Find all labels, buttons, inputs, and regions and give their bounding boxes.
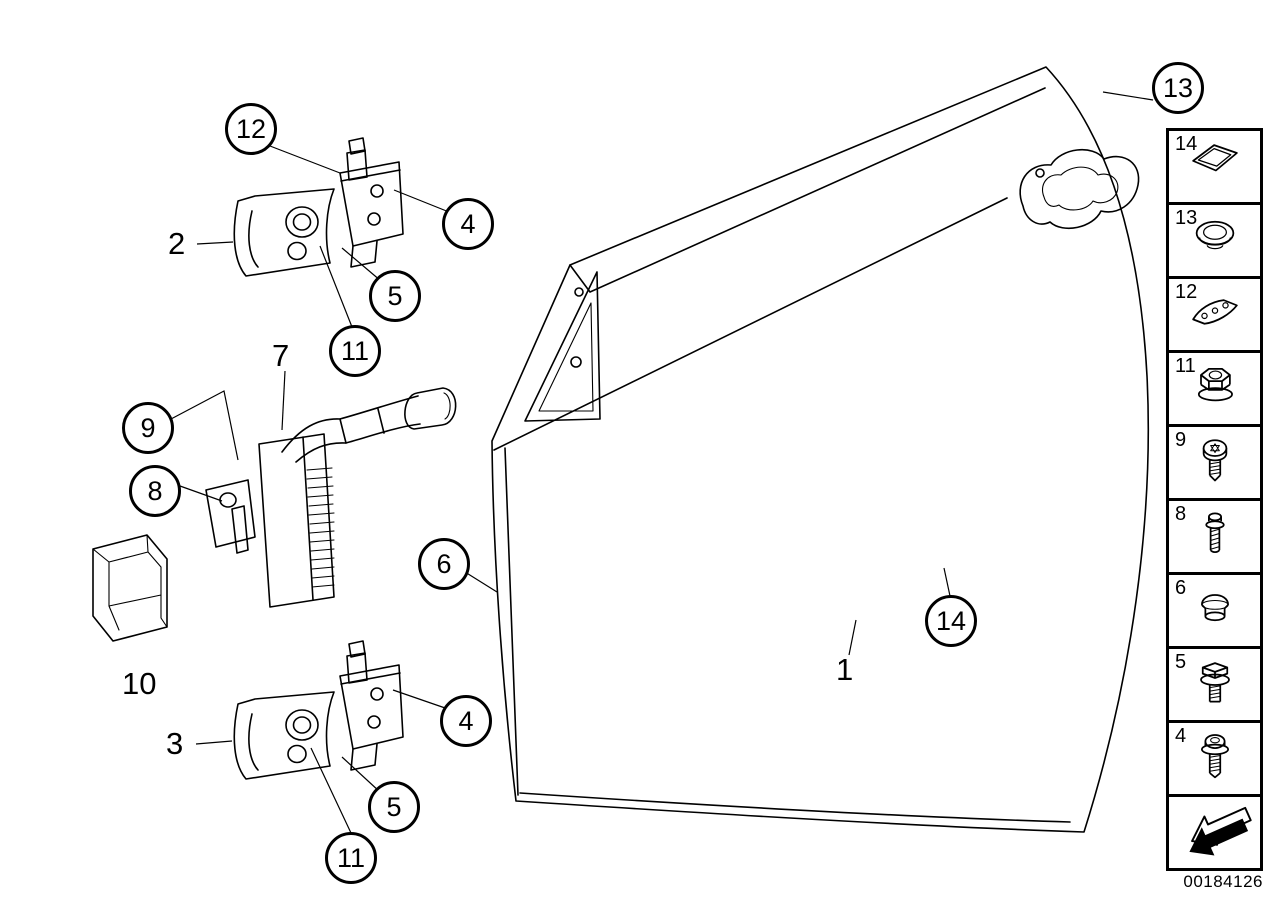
legend-item-11[interactable]: 11 <box>1166 350 1263 427</box>
torx-screw-icon <box>1202 438 1227 481</box>
callout-4-lower[interactable]: 4 <box>440 695 492 747</box>
callout-5-lower[interactable]: 5 <box>368 781 420 833</box>
flange-nut-icon <box>1197 367 1233 401</box>
lower-door-hinge <box>233 640 404 780</box>
diagram-number: 00184126 <box>1183 872 1263 891</box>
legend-item-14[interactable]: 14 <box>1166 128 1263 205</box>
legend-item-number: 14 <box>1175 133 1198 155</box>
leader-lines <box>170 91 1154 834</box>
wedge-bracket <box>92 534 168 642</box>
fastener-legend-panel: 14 13 12 11 <box>1166 128 1263 871</box>
hex-bolt-icon <box>1199 661 1230 702</box>
door-brake <box>205 387 457 608</box>
cap-grommet-icon <box>1195 220 1234 249</box>
callout-13[interactable]: 13 <box>1152 62 1204 114</box>
plug-grommet-icon <box>1200 593 1229 621</box>
callout-6[interactable]: 6 <box>418 538 470 590</box>
callout-8[interactable]: 8 <box>129 465 181 517</box>
upper-door-hinge <box>233 137 404 277</box>
legend-item-4[interactable]: 4 <box>1166 720 1263 797</box>
callout-14[interactable]: 14 <box>925 595 977 647</box>
part-label-2[interactable]: 2 <box>168 226 186 261</box>
direction-arrow-icon <box>1188 806 1252 856</box>
legend-item-number: 8 <box>1175 503 1187 525</box>
legend-item-6[interactable]: 6 <box>1166 572 1263 649</box>
door-panel <box>491 66 1150 833</box>
legend-item-number: 4 <box>1175 725 1187 747</box>
shim-plate-icon <box>1191 298 1238 325</box>
door-handle-cutout <box>1019 148 1140 230</box>
legend-item-number: 12 <box>1175 281 1198 303</box>
callout-5-upper[interactable]: 5 <box>369 270 421 322</box>
callout-9[interactable]: 9 <box>122 402 174 454</box>
stud-bolt-icon <box>1204 512 1225 553</box>
legend-item-number: 9 <box>1175 429 1187 451</box>
legend-item-12[interactable]: 12 <box>1166 276 1263 353</box>
callout-4-upper[interactable]: 4 <box>442 198 494 250</box>
legend-item-number: 6 <box>1175 577 1187 599</box>
legend-item-number: 5 <box>1175 651 1187 673</box>
legend-item-5[interactable]: 5 <box>1166 646 1263 723</box>
callout-11-lower[interactable]: 11 <box>325 832 377 884</box>
legend-item-number: 13 <box>1175 207 1198 229</box>
legend-item-13[interactable]: 13 <box>1166 202 1263 279</box>
callout-12[interactable]: 12 <box>225 103 277 155</box>
part-label-7[interactable]: 7 <box>272 338 290 373</box>
part-label-1[interactable]: 1 <box>836 652 854 687</box>
flange-bolt-icon <box>1200 733 1229 778</box>
seal-gasket-icon <box>1191 143 1238 171</box>
part-label-10[interactable]: 10 <box>122 666 157 701</box>
legend-item-8[interactable]: 8 <box>1166 498 1263 575</box>
part-label-3[interactable]: 3 <box>166 726 184 761</box>
legend-item-number: 11 <box>1175 355 1196 377</box>
callout-11-upper[interactable]: 11 <box>329 325 381 377</box>
legend-direction-arrow <box>1166 794 1263 871</box>
mirror-triangle <box>524 271 601 422</box>
legend-item-9[interactable]: 9 <box>1166 424 1263 501</box>
